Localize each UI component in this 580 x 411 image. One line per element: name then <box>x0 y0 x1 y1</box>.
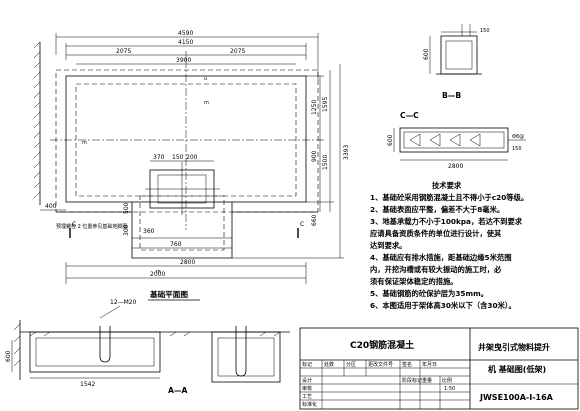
section-c-left: C <box>72 221 76 228</box>
title-block: C20钢筋混凝土 标记 处数 分区 更改文件号 签名 年月日 设计 审核 工艺 … <box>299 327 579 410</box>
scale-value: 1:50 <box>444 386 455 392</box>
dim-bottom-2800: 2800 <box>180 259 195 266</box>
dim-right-1250: 1250 <box>311 100 318 115</box>
dim-mid-300: 300 <box>123 224 130 236</box>
sign-label-2: 工艺 <box>302 394 312 400</box>
dim-total-width: 4590 <box>178 30 193 37</box>
section-bb: 150 600 B—B <box>423 24 490 100</box>
mark-m-bottom: m <box>156 269 161 275</box>
cc-dim-150: 150 <box>512 146 522 152</box>
title-name-1: 井架曳引式物料提升 <box>478 342 550 352</box>
bb-title: B—B <box>442 91 461 100</box>
req-line-3: 3、地基承载力不小于100kpa，若达不到要求 <box>370 217 523 226</box>
dim-col-150: 150 <box>172 154 184 161</box>
req-line-7: 内，开挖沟槽或有较大振动的施工时，必 <box>370 265 502 274</box>
dim-inner-3900: 3900 <box>176 57 191 64</box>
cc-title: C—C <box>400 111 419 120</box>
req-line-4: 应请具备资质条件的单位进行设计，使其 <box>370 229 502 238</box>
slab-outline-outer <box>55 69 319 213</box>
sign-label-0: 设计 <box>302 377 312 384</box>
top-dimensions: 4590 4150 2075 2075 3900 <box>55 30 319 80</box>
cc-dim-2800: 2800 <box>448 163 463 170</box>
title-name-2: 机 基础图(低架) <box>488 364 546 374</box>
section-c-right: C <box>300 221 304 228</box>
aa-pit-left <box>29 331 161 373</box>
cc-dim-600: 600 <box>387 134 394 146</box>
dim-right-660: 660 <box>311 214 318 226</box>
technical-requirements: 技术要求 1、基础砼采用钢筋混凝土且不得小于c20等级。 2、基础表面应平整，偏… <box>370 181 528 310</box>
plan-note: 预埋螺栓 2 位置参见基础地脚图 <box>56 223 127 230</box>
req-line-2: 2、基础表面应平整，偏差不大于8毫米。 <box>370 205 504 214</box>
req-line-10: 6、本图适用于架体高30米以下（含30米）。 <box>370 301 516 310</box>
dim-col-370: 370 <box>153 154 165 161</box>
dim-right-900: 900 <box>311 150 318 162</box>
foundation-projection <box>131 202 233 259</box>
aa-title: A—A <box>168 386 187 395</box>
bb-dim-150: 150 <box>480 28 490 34</box>
dim-mid-500: 500 <box>123 202 130 214</box>
section-cc: Φ8@ 600 2800 150 C—C <box>387 111 526 170</box>
dim-left-400: 400 <box>45 203 57 210</box>
foundation-plan: 4590 4150 2075 2075 3900 370 <box>33 30 350 301</box>
row-label-0: 标记 <box>302 361 312 368</box>
stage-label-2: 比例 <box>442 377 452 384</box>
req-title: 技术要求 <box>432 181 462 190</box>
plan-title: 基础平面图 <box>149 289 188 299</box>
dim-width-4150: 4150 <box>178 39 193 46</box>
anchor-bolts <box>99 326 247 377</box>
dim-bottom-2000: 2000 <box>150 271 165 278</box>
cc-dim-rebar: Φ8@ <box>512 134 524 140</box>
mark-m-left: m <box>82 140 87 146</box>
req-line-8: 须有保证架体稳定的措施。 <box>370 277 458 286</box>
sign-label-3: 标准化 <box>302 401 317 408</box>
mark-u-top: u <box>204 76 207 82</box>
sign-label-1: 审核 <box>302 385 312 392</box>
req-line-5: 达到要求。 <box>370 241 406 250</box>
dim-mid-760: 760 <box>170 241 182 248</box>
cc-block <box>399 127 509 153</box>
dim-half-left: 2075 <box>116 48 131 55</box>
row-label-2: 分区 <box>346 361 356 368</box>
dim-right-1500: 1500 <box>322 155 329 170</box>
title-material: C20钢筋混凝土 <box>350 339 414 351</box>
dim-mid-360: 360 <box>143 228 155 235</box>
bb-dim-600: 600 <box>423 48 430 60</box>
section-aa: 12—M20 600 1542 A—A <box>5 299 290 395</box>
dim-col-200: 200 <box>186 154 198 161</box>
aa-dim-1542: 1542 <box>80 381 95 388</box>
stage-label-1: 重量 <box>422 377 432 384</box>
dim-half-right: 2075 <box>230 48 245 55</box>
drawing-number: JWSE100A-I-16A <box>479 393 554 402</box>
row-label-1: 处数 <box>324 361 334 368</box>
dim-right-3393: 3393 <box>343 145 350 160</box>
foundation-main <box>65 75 307 203</box>
row-label-5: 年月日 <box>422 361 437 368</box>
row-label-3: 更改文件号 <box>368 361 393 368</box>
bb-block <box>440 35 478 75</box>
aa-bolt-label: 12—M20 <box>110 299 137 306</box>
req-line-1: 1、基础砼采用钢筋混凝土且不得小于c20等级。 <box>370 193 528 202</box>
stage-label-0: 阶段标记 <box>402 377 422 384</box>
req-line-9: 5、基础钢筋的砼保护层为35mm。 <box>370 289 488 298</box>
mark-m-mid: m <box>204 100 209 106</box>
ground-hatch-left <box>33 41 41 205</box>
aa-dim-600: 600 <box>5 350 12 362</box>
row-label-4: 签名 <box>402 361 412 368</box>
dim-right-1595: 1595 <box>322 97 329 112</box>
req-line-6: 4、基础应有排水措施，距基础边缘5米范围 <box>370 253 512 262</box>
